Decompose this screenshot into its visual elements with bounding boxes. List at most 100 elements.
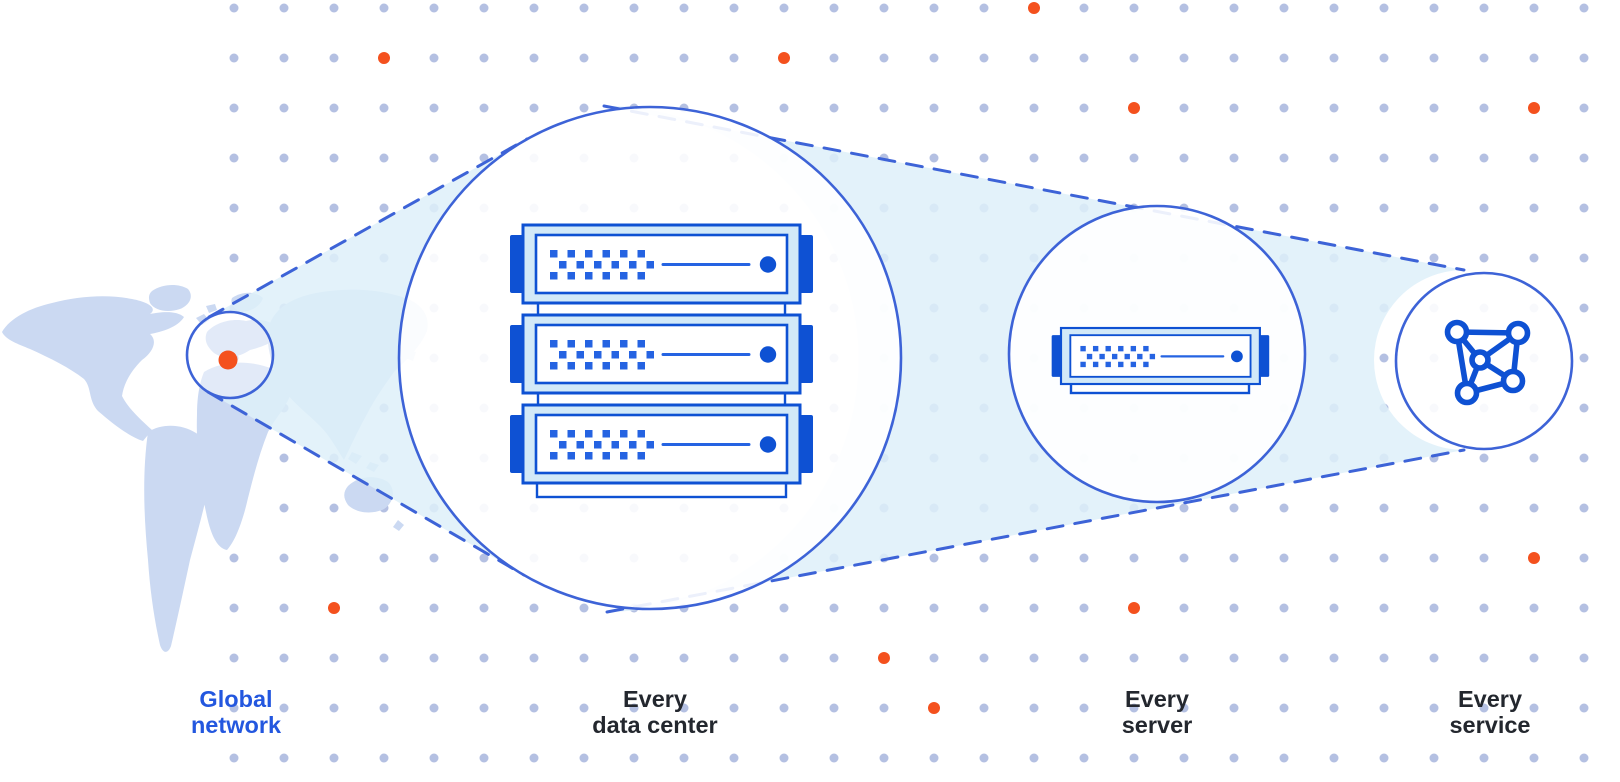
grid-dot: [779, 603, 789, 613]
map-iceland: [206, 304, 217, 313]
grid-dot: [379, 3, 389, 13]
grid-dot: [1179, 3, 1189, 13]
grid-dot: [1479, 603, 1489, 613]
grid-dot: [479, 653, 489, 663]
grid-dot: [729, 3, 739, 13]
server-unit-icon: [508, 223, 815, 305]
grid-dot: [779, 103, 789, 113]
grid-dot: [329, 503, 339, 513]
dash-line-upper-left: [207, 137, 529, 319]
grid-dot: [429, 603, 439, 613]
grid-dot: [1079, 603, 1089, 613]
grid-dot: [1579, 153, 1589, 163]
grid-dot: [1479, 203, 1489, 213]
grid-dot: [629, 3, 639, 13]
grid-dot: [279, 103, 289, 113]
grid-dot: [429, 153, 439, 163]
grid-dot: [429, 103, 439, 113]
grid-dot: [979, 653, 989, 663]
accent-dot: [778, 52, 790, 64]
grid-dot: [729, 703, 739, 713]
grid-dot: [329, 203, 339, 213]
grid-dot: [379, 103, 389, 113]
grid-dot: [1229, 703, 1239, 713]
grid-dot: [1279, 103, 1289, 113]
map-new-zealand: [393, 520, 404, 531]
grid-dot: [1029, 603, 1039, 613]
grid-dot: [1229, 653, 1239, 663]
grid-dot: [529, 753, 539, 763]
grid-dot: [379, 703, 389, 713]
grid-dot: [1179, 503, 1189, 513]
grid-dot: [1579, 103, 1589, 113]
grid-dot: [1129, 753, 1139, 763]
grid-dot: [1429, 653, 1439, 663]
grid-dot: [529, 603, 539, 613]
label-line: Global: [199, 686, 273, 712]
grid-dot: [1579, 403, 1589, 413]
accent-dot: [1128, 102, 1140, 114]
grid-dot: [1279, 153, 1289, 163]
grid-dot: [229, 103, 239, 113]
grid-dot: [1329, 103, 1339, 113]
grid-dot: [1429, 203, 1439, 213]
map-greenland: [148, 285, 191, 311]
grid-dot: [1029, 103, 1039, 113]
grid-dot: [1029, 153, 1039, 163]
grid-dot: [1329, 53, 1339, 63]
grid-dot: [679, 753, 689, 763]
grid-dot: [929, 53, 939, 63]
grid-dot: [979, 153, 989, 163]
grid-dot: [1179, 553, 1189, 563]
server-rack-stack-icon: [508, 223, 815, 499]
grid-dot: [1579, 253, 1589, 263]
accent-dot: [928, 702, 940, 714]
grid-dot: [1379, 353, 1389, 363]
grid-dot: [1429, 3, 1439, 13]
label-line: server: [1121, 712, 1193, 738]
grid-dot: [1379, 653, 1389, 663]
grid-dot: [1229, 503, 1239, 513]
grid-dot: [1329, 553, 1339, 563]
zoom-cone-map-to-datacenter: [208, 139, 527, 575]
grid-dot: [779, 653, 789, 663]
grid-dot: [979, 603, 989, 613]
grid-dot: [329, 553, 339, 563]
grid-dot: [279, 603, 289, 613]
grid-dot: [1529, 203, 1539, 213]
grid-dot: [229, 653, 239, 663]
network-node: [1505, 320, 1531, 346]
grid-dot: [1479, 653, 1489, 663]
grid-dot: [1429, 53, 1439, 63]
grid-dot: [879, 103, 889, 113]
grid-dot: [1279, 3, 1289, 13]
grid-dot: [1329, 3, 1339, 13]
grid-dot: [1479, 3, 1489, 13]
grid-dot: [379, 653, 389, 663]
label-global-network: Global network: [191, 686, 281, 738]
grid-dot: [1229, 603, 1239, 613]
grid-dot: [829, 753, 839, 763]
grid-dot: [479, 103, 489, 113]
grid-dot: [229, 3, 239, 13]
grid-dot: [629, 753, 639, 763]
grid-dot: [1129, 3, 1139, 13]
grid-dot: [1079, 753, 1089, 763]
grid-dot: [329, 53, 339, 63]
grid-dot: [1479, 703, 1489, 713]
grid-dot: [579, 753, 589, 763]
label-line: Every: [1457, 686, 1523, 712]
grid-dot: [1129, 653, 1139, 663]
grid-dot: [1229, 53, 1239, 63]
grid-dot: [1129, 553, 1139, 563]
grid-dot: [1579, 503, 1589, 513]
grid-dot: [1479, 503, 1489, 513]
accent-dot: [1528, 552, 1540, 564]
grid-dot: [579, 103, 589, 113]
label-line: network: [190, 712, 282, 738]
grid-dot: [879, 3, 889, 13]
server-base: [535, 481, 788, 499]
grid-dot: [1329, 753, 1339, 763]
grid-dot: [479, 603, 489, 613]
